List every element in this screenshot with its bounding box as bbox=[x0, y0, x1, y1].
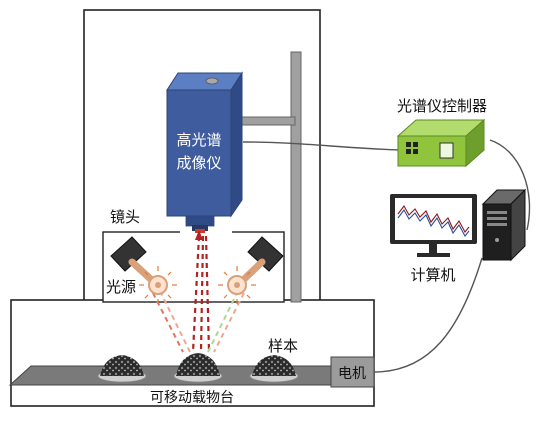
sample-pile-icon bbox=[249, 355, 299, 383]
spectrometer-controller bbox=[396, 118, 486, 168]
sample-label: 样本 bbox=[268, 337, 298, 355]
base-enclosure bbox=[10, 299, 375, 407]
monitor-icon bbox=[390, 194, 477, 257]
camera-label-line1: 高光谱 bbox=[176, 131, 221, 149]
sample-pile-icon bbox=[97, 355, 147, 383]
stage-label: 可移动载物台 bbox=[150, 390, 234, 406]
lens-aperture bbox=[180, 229, 232, 235]
camera-label-line2: 成像仪 bbox=[176, 154, 221, 172]
computer-label: 计算机 bbox=[410, 266, 455, 284]
motor-label: 电机 bbox=[338, 366, 366, 382]
right-lamp-icon bbox=[218, 236, 284, 304]
controller-label: 光谱仪控制器 bbox=[397, 97, 487, 115]
lens-label: 镜头 bbox=[110, 208, 140, 226]
light-beams bbox=[152, 230, 245, 353]
left-lamp-icon bbox=[110, 236, 177, 304]
hyperspectral-camera: 高光谱 成像仪 bbox=[166, 71, 243, 233]
pc-tower-icon bbox=[481, 188, 527, 262]
cables bbox=[242, 139, 531, 373]
light-source-label: 光源 bbox=[106, 278, 136, 296]
sample-pile-icon bbox=[173, 353, 223, 383]
motor: 电机 bbox=[330, 356, 375, 388]
